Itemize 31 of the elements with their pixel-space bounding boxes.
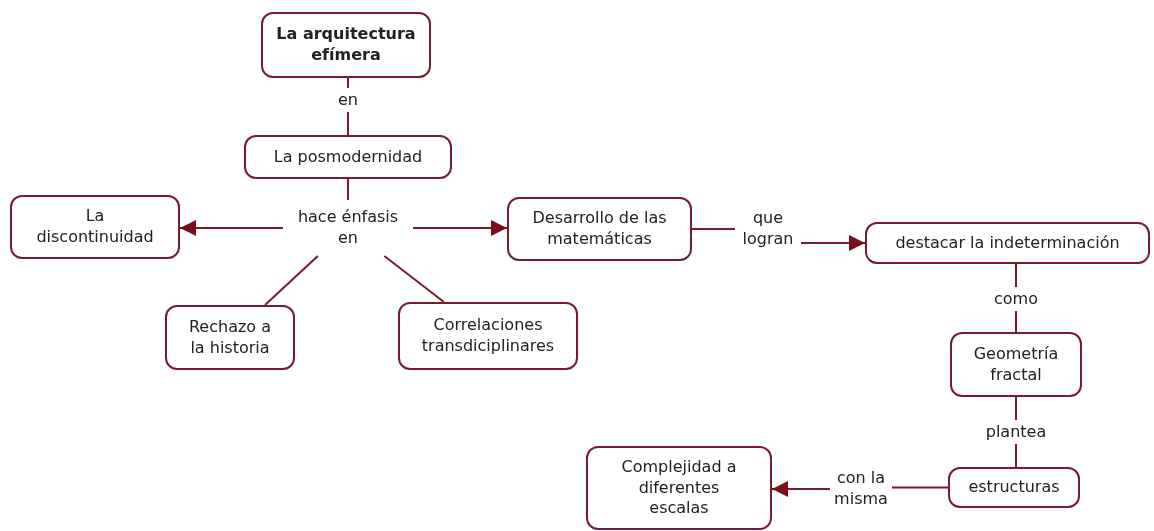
concept-box: La discontinuidad [10, 195, 180, 259]
linking-phrase: en [333, 88, 363, 112]
arrow [771, 481, 831, 497]
linking-phrase: con la misma [830, 466, 892, 512]
linking-phrase: hace énfasis en [283, 200, 413, 256]
connector-line [691, 228, 736, 230]
arrow [412, 220, 508, 236]
concept-box: La posmodernidad [244, 135, 452, 179]
arrow [800, 235, 866, 251]
connector-line [1015, 443, 1017, 468]
arrow [179, 220, 284, 236]
linking-phrase: plantea [982, 420, 1050, 444]
connector-line [1015, 310, 1017, 333]
connector-line [347, 111, 349, 136]
concept-box: Correlaciones transdiciplinares [398, 302, 578, 370]
connector-line [1015, 263, 1017, 288]
concept-box: estructuras [948, 467, 1080, 508]
concept-box: Geometría fractal [950, 332, 1082, 397]
concept-box: Complejidad a diferentes escalas [586, 446, 772, 530]
concept-box: Rechazo a la historia [165, 305, 295, 370]
title-box: La arquitectura efímera [261, 12, 431, 78]
linking-phrase: como [990, 287, 1042, 311]
concept-box: destacar la indeterminación [865, 222, 1150, 264]
connector-line [383, 255, 445, 303]
connector-line [891, 486, 949, 489]
connector-line [347, 77, 349, 89]
concept-box: Desarrollo de las matemáticas [507, 197, 692, 261]
connector-line [1015, 396, 1017, 421]
connector-line [347, 178, 349, 201]
connector-line [264, 255, 319, 306]
linking-phrase: que logran [735, 204, 801, 254]
